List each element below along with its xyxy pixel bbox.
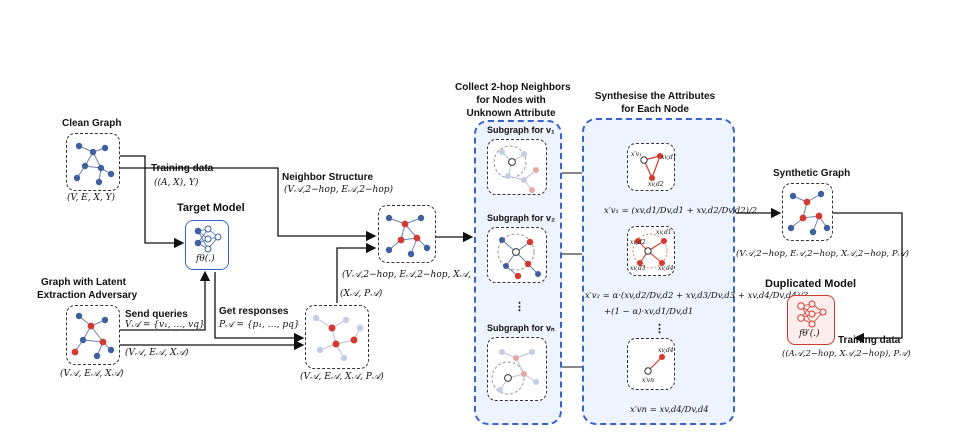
training-label: Training data bbox=[151, 163, 214, 174]
adversary-graph-tuple: (V𝒜, E𝒜, X𝒜) bbox=[60, 369, 124, 379]
synth-ellipsis: ⋮ bbox=[654, 323, 665, 335]
arrow-clean-to-neighbor-graph bbox=[120, 167, 377, 242]
arrow-queries-to-target bbox=[120, 270, 211, 331]
subgraph-v2-icon bbox=[497, 233, 541, 280]
neural-net-icon bbox=[194, 225, 222, 253]
subgraph-v2-label: Subgraph for v₂ bbox=[487, 213, 556, 223]
adversary-graph-title-line2: Extraction Adversary bbox=[37, 290, 138, 301]
subgraph-vn-box bbox=[487, 337, 547, 401]
synth-v1-node-d1: xv,d1 bbox=[661, 154, 677, 161]
synth-v2-node-d1: xv,d1 bbox=[656, 229, 672, 236]
arrow-responses-to-neighbor-graph bbox=[336, 242, 377, 303]
neighbor-structure-label: Neighbor Structure bbox=[282, 172, 374, 183]
send-queries-label: Send queries bbox=[125, 309, 188, 320]
clean-graph-box bbox=[66, 133, 120, 191]
synthetic-graph-title: Synthetic Graph bbox=[773, 168, 851, 179]
synth-v2-node-d3: xv,d3 bbox=[630, 265, 646, 272]
synthetic-graph-box bbox=[782, 183, 833, 241]
arrow-clean-to-target bbox=[120, 155, 185, 249]
subgraph-vn-label: Subgraph for vₙ bbox=[487, 323, 555, 333]
formula-v1: x′v₁ = (xv,d1/Dv,d1 + xv,d2/Dv,d2)/2 bbox=[604, 206, 758, 216]
target-model-title: Target Model bbox=[177, 202, 245, 214]
formula-v2-line2: +(1 − α)·xv,d1/Dv,d1 bbox=[604, 307, 694, 317]
neighbor-graph-box bbox=[378, 205, 436, 263]
formula-vn: x′vn = xv,d4/Dv,d4 bbox=[630, 405, 709, 415]
duplicated-model-function: fθ′(.) bbox=[799, 329, 820, 339]
collect-title-line1: Collect 2-hop Neighbors bbox=[455, 82, 571, 93]
clean-graph-title: Clean Graph bbox=[62, 118, 122, 129]
final-training-value: ((A𝒜,2−hop, X𝒜,2−hop), P𝒜) bbox=[782, 349, 911, 359]
arrow-target-to-responses bbox=[214, 272, 305, 344]
adversary-graph-title-line1: Graph with Latent bbox=[41, 277, 126, 288]
subgraph-v2-box bbox=[487, 227, 547, 283]
adversary-graph-box bbox=[66, 305, 120, 365]
response-up-tuple: (X𝒜, P𝒜) bbox=[340, 289, 383, 299]
synth-box-vn: xv,d4 x′vn bbox=[627, 338, 675, 390]
get-responses-label: Get responses bbox=[219, 306, 289, 317]
synthetic-graph-tuple: (V𝒜,2−hop, E𝒜,2−hop, X𝒜,2−hop, P𝒜) bbox=[736, 249, 909, 259]
subgraph-v1-icon bbox=[493, 145, 539, 193]
synth-v1-node-label: x′v₁ bbox=[631, 151, 642, 158]
send-queries-value: V𝒜 = {v₁, …, vq} bbox=[125, 320, 205, 330]
synth-title-line1: Synthesise the Attributes bbox=[594, 91, 716, 102]
synth-v1-node-d2: xv,d2 bbox=[648, 181, 664, 188]
collect-ellipsis: ⋮ bbox=[514, 301, 525, 313]
synth-box-v2: xv,d1 xv,d2 xv,d3 xv,d4 bbox=[627, 226, 675, 276]
synth-v2-node-d4: xv,d4 bbox=[658, 265, 674, 272]
synth-vn-node-label: x′vn bbox=[642, 377, 654, 384]
synth-v1-icon bbox=[640, 153, 663, 181]
response-graph-tuple: (V𝒜, E𝒜, X𝒜, P𝒜) bbox=[300, 372, 384, 382]
synth-box-v1: x′v₁ xv,d1 xv,d2 bbox=[627, 143, 677, 191]
collect-title-line2: for Nodes with bbox=[476, 95, 546, 106]
neighbor-graph-tuple: (V𝒜,2−hop, E𝒜,2−hop, X𝒜, P𝒜) bbox=[342, 270, 492, 280]
neighbor-structure-value: (V𝒜,2−hop, E𝒜,2−hop) bbox=[284, 185, 394, 195]
subgraph-v1-box bbox=[487, 139, 547, 195]
synth-v2-node-d2: xv,d2 bbox=[630, 239, 646, 246]
training-value: ((A, X), Y) bbox=[154, 178, 199, 188]
send-queries-tuple: (V𝒜, E𝒜, X𝒜) bbox=[125, 348, 189, 358]
adversary-graph-icon bbox=[71, 312, 115, 360]
formula-v2-line1: x′v₂ = α·(xv,d2/Dv,d2 + xv,d3/Dv,d3 + xv… bbox=[585, 291, 809, 301]
synthetic-graph-icon bbox=[787, 190, 831, 236]
duplicated-model-title: Duplicated Model bbox=[765, 278, 857, 290]
synth-vn-node-d4: xv,d4 bbox=[658, 347, 674, 354]
synth-title-line2: for Each Node bbox=[621, 104, 689, 115]
synth-vn-icon bbox=[644, 354, 665, 375]
response-graph-box bbox=[305, 305, 369, 369]
arrow-synthetic-to-duplicated bbox=[833, 212, 903, 344]
duplicated-neural-net-icon bbox=[797, 300, 827, 328]
neighbor-graph-icon bbox=[385, 214, 431, 258]
subgraph-v1-label: Subgraph for v₁ bbox=[487, 125, 555, 135]
response-graph-icon bbox=[312, 314, 364, 362]
clean-graph-tuple: (V, E, X, Y) bbox=[67, 193, 116, 203]
get-responses-value: P𝒜 = {p₁, …, pq} bbox=[219, 320, 300, 330]
final-training-label: Training data bbox=[838, 335, 901, 346]
clean-graph-icon bbox=[73, 142, 115, 186]
collect-title-line3: Unknown Attribute bbox=[466, 108, 556, 119]
target-model-function: fθ(.) bbox=[196, 254, 215, 264]
synth-v2-icon bbox=[632, 233, 668, 269]
subgraph-vn-icon bbox=[491, 349, 539, 395]
duplicated-model-box: fθ′(.) bbox=[787, 295, 835, 345]
target-model-box: fθ(.) bbox=[185, 220, 229, 270]
